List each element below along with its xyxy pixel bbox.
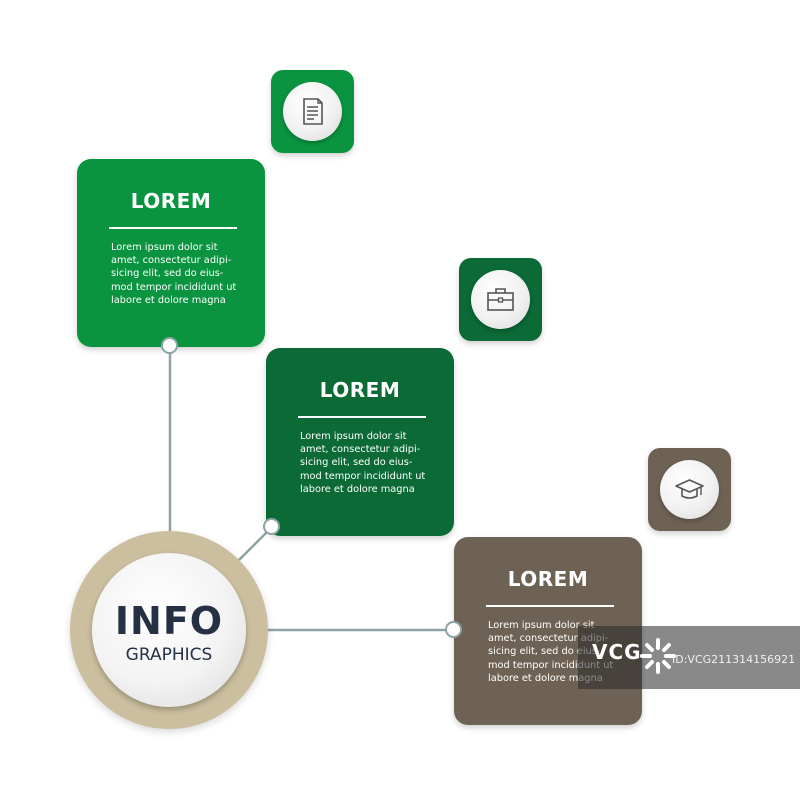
watermark-id: ID:VCG2113141569​21 (672, 653, 796, 666)
icon-tile-3 (648, 448, 731, 531)
title-divider (109, 227, 237, 229)
hub-subtitle: GRAPHICS (125, 645, 213, 665)
hub-ring: INFO GRAPHICS (70, 531, 268, 729)
step-description: Lorem ipsum dolor sit amet, consectetur … (300, 431, 426, 495)
step-title: LOREM (507, 567, 589, 591)
title-divider (486, 605, 614, 607)
document-icon (303, 98, 323, 125)
watermark: VCG ID:VCG2113141569​21 (578, 626, 800, 689)
hub-disc: INFO GRAPHICS (92, 553, 246, 707)
icon-tile-2 (459, 258, 542, 341)
step-title: LOREM (319, 378, 401, 402)
graduation-cap-icon (675, 479, 704, 499)
step-description: Lorem ipsum dolor sit amet, consectetur … (111, 242, 237, 306)
briefcase-icon (487, 288, 514, 311)
step-card-1: LOREM Lorem ipsum dolor sit amet, consec… (77, 159, 265, 347)
hub-title: INFO (114, 599, 224, 643)
icon-tile-1 (271, 70, 354, 153)
connector-node-1 (161, 337, 178, 354)
connector-node-3 (445, 621, 462, 638)
watermark-logo: VCG (592, 640, 642, 664)
title-divider (298, 416, 426, 418)
burst-icon (640, 638, 676, 674)
step-card-2: LOREM Lorem ipsum dolor sit amet, consec… (266, 348, 454, 536)
connector-node-2 (263, 518, 280, 535)
step-title: LOREM (130, 189, 212, 213)
